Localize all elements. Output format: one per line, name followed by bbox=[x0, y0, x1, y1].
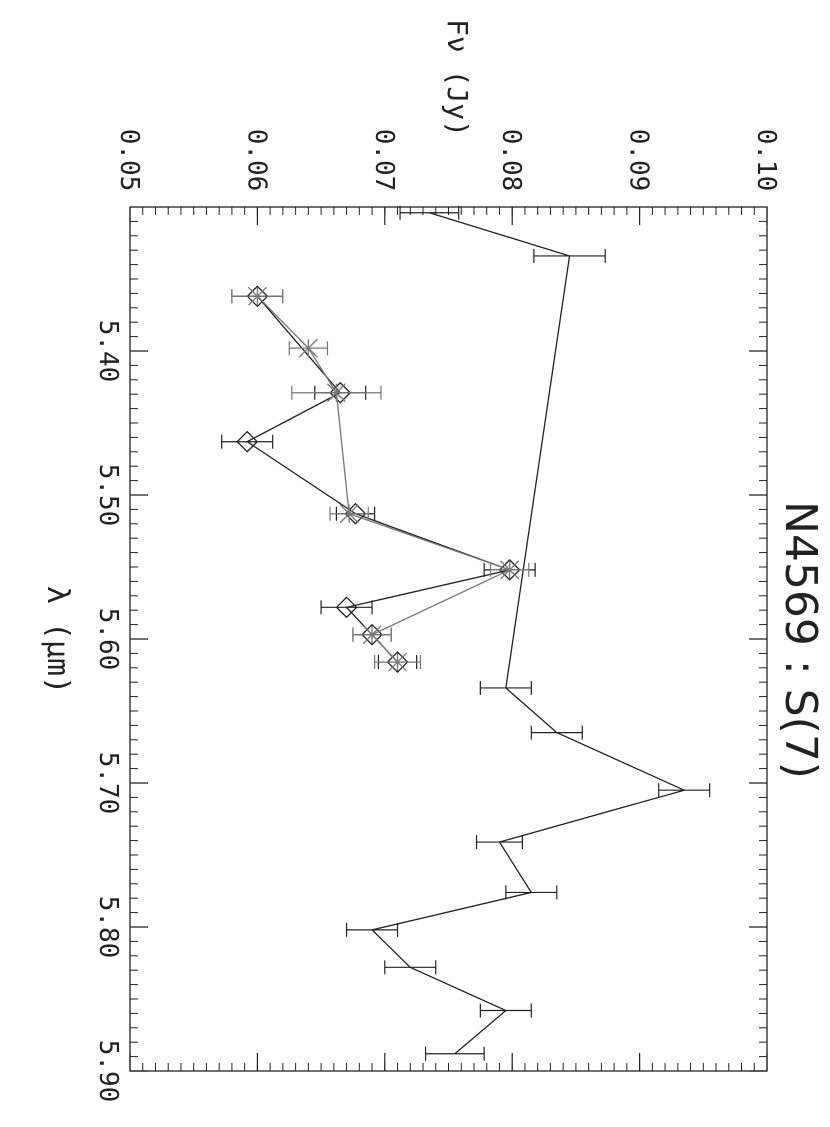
y-tick-label: 0.05 bbox=[114, 129, 144, 192]
series-0 bbox=[345, 205, 711, 1061]
series-line bbox=[370, 212, 687, 1055]
series-line bbox=[256, 295, 512, 663]
x-tick-label: 5.60 bbox=[93, 608, 123, 671]
x-tick-label: 5.40 bbox=[93, 320, 123, 383]
series-2 bbox=[231, 286, 530, 672]
chart-title: N4569 : S(7) bbox=[775, 501, 826, 779]
x-tick-labels: 5.40 5.50 5.60 5.70 5.80 5.90 bbox=[93, 320, 123, 1103]
series-layer bbox=[221, 205, 711, 1061]
plot-frame bbox=[129, 206, 768, 1072]
y-axis-label: Fν (Jy) bbox=[441, 19, 474, 137]
y-tick-label: 0.07 bbox=[369, 129, 399, 192]
y-tick-labels: 0.05 0.06 0.07 0.08 0.09 0.10 bbox=[114, 129, 781, 192]
x-tick-label: 5.90 bbox=[93, 1040, 123, 1103]
x-axis-label: λ (μm) bbox=[40, 586, 75, 694]
data-point-diamond bbox=[246, 285, 269, 308]
series-line bbox=[245, 295, 512, 663]
series-1 bbox=[221, 285, 536, 673]
data-point-diamond bbox=[236, 430, 259, 453]
y-tick-label: 0.09 bbox=[624, 129, 654, 192]
data-point-diamond bbox=[498, 558, 521, 581]
minor-ticks bbox=[129, 206, 768, 1072]
x-tick-label: 5.50 bbox=[93, 464, 123, 527]
y-tick-label: 0.08 bbox=[496, 129, 526, 192]
data-point-diamond bbox=[335, 596, 358, 619]
data-point-diamond bbox=[386, 651, 409, 673]
x-tick-label: 5.80 bbox=[93, 896, 123, 959]
y-tick-label: 0.10 bbox=[751, 129, 781, 192]
major-ticks bbox=[129, 207, 768, 1072]
x-tick-label: 5.70 bbox=[93, 752, 123, 815]
y-tick-label: 0.06 bbox=[241, 129, 271, 192]
